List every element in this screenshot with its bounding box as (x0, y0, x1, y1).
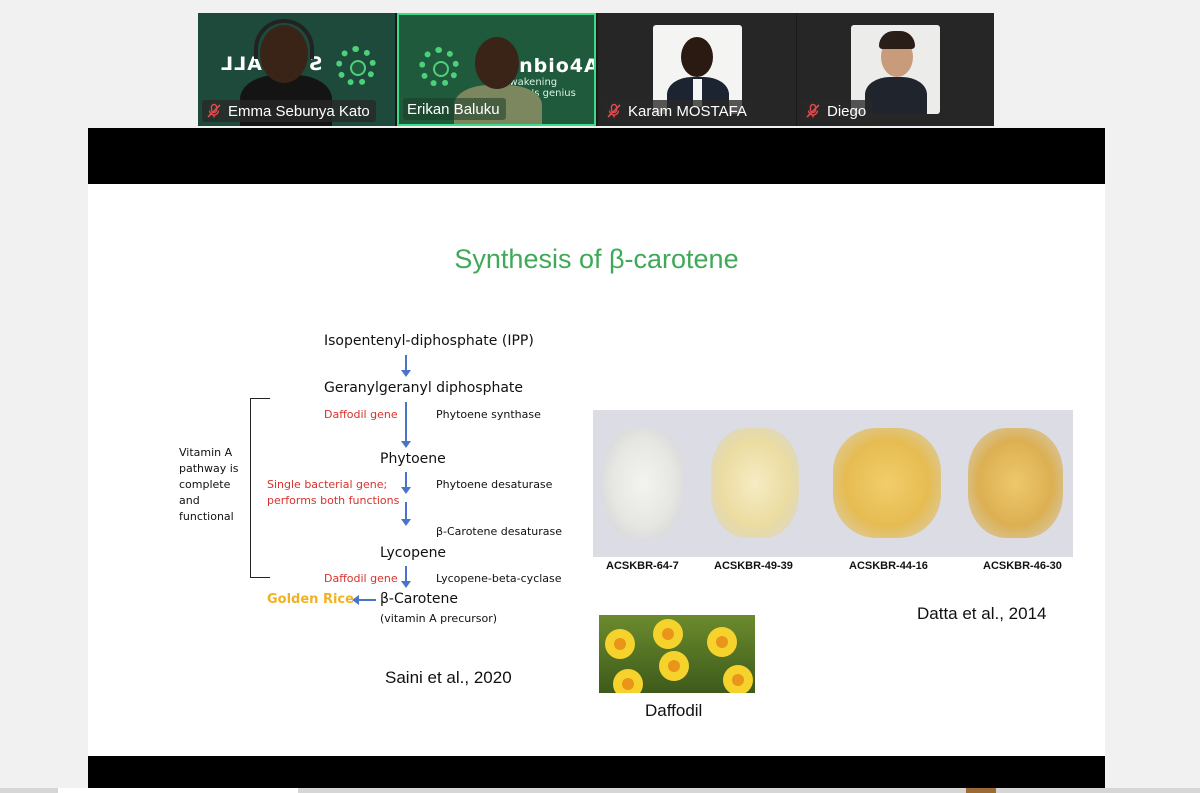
phytoene-label: Phytoene (380, 451, 446, 467)
daffodil-flower-image (653, 619, 683, 649)
avatar-head (681, 37, 713, 77)
rice-sample-image (603, 428, 683, 538)
participant-name: Emma Sebunya Kato (228, 102, 370, 120)
beta-carotene-label: β-Carotene (380, 591, 458, 607)
taskbar-item[interactable] (966, 788, 996, 793)
participant-name: Diego (827, 102, 867, 120)
rice-sample-image (711, 428, 799, 538)
citation-saini: Saini et al., 2020 (385, 668, 512, 687)
participant-avatar (653, 25, 742, 114)
phytoene-desaturase-label: Phytoene desaturase (436, 478, 553, 491)
rice-sample-image (833, 428, 941, 538)
rice-sample-image (968, 428, 1063, 538)
taskbar-item[interactable] (58, 788, 298, 793)
ggpp-label: Geranylgeranyl diphosphate (324, 380, 524, 396)
participant-nameplate: Karam MOSTAFA (602, 100, 753, 122)
headset-icon (254, 19, 314, 59)
ipp-label: Isopentenyl-diphosphate (IPP) (324, 333, 534, 349)
arrow-down-icon (400, 502, 412, 526)
gear-logo-icon (336, 46, 376, 86)
daffodil-flower-image (613, 669, 643, 693)
participant-name: Karam MOSTAFA (628, 102, 747, 120)
lycopene-label: Lycopene (380, 545, 447, 561)
rice-sample-label: ACSKBR-64-7 (606, 560, 679, 572)
arrow-down-icon (400, 472, 412, 494)
participant-avatar (851, 25, 940, 114)
participant-tile[interactable]: SYN4ALL Emma Sebunya Kato (198, 13, 395, 126)
daffodil-gene-label: Daffodil gene (324, 408, 398, 421)
taskbar-strip (0, 788, 1200, 793)
avatar-hair (879, 31, 915, 49)
avatar-shirt (693, 79, 702, 107)
slide-title: Synthesis of β-carotene (454, 244, 739, 274)
arrow-down-icon (400, 566, 412, 588)
vitamin-a-precursor-label: (vitamin A precursor) (380, 612, 498, 625)
participant-nameplate: Diego (801, 100, 873, 122)
rice-sample-label: ACSKBR-49-39 (714, 560, 793, 572)
vitamin-note-line: Vitamin A (179, 446, 233, 459)
daffodil-caption: Daffodil (645, 701, 703, 720)
pathway-bracket (250, 398, 270, 578)
vitamin-note-line: complete (179, 478, 231, 491)
mic-muted-icon (805, 103, 821, 119)
participant-nameplate: Erikan Baluku (403, 98, 506, 120)
arrow-down-icon (400, 355, 412, 377)
rice-sample-label: ACSKBR-46-30 (983, 560, 1062, 572)
daffodil-photo (599, 615, 755, 693)
golden-rice-photo (593, 410, 1073, 557)
daffodil-flower-image (605, 629, 635, 659)
lycopene-cyclase-label: Lycopene-beta-cyclase (436, 572, 562, 585)
arrow-down-icon (400, 402, 412, 448)
bacterial-gene-label-2: performs both functions (267, 494, 400, 507)
participant-video-head (475, 37, 519, 89)
shared-screen[interactable]: Synthesis of β-carotene Isopentenyl-diph… (88, 128, 1105, 790)
golden-rice-label: Golden Rice (267, 592, 354, 607)
participant-strip: SYN4ALL Emma Sebunya Kato Synbio4ALL Awa… (198, 13, 994, 126)
participant-tile[interactable]: Karam MOSTAFA (598, 13, 796, 126)
arrow-left-icon (352, 595, 376, 605)
daffodil-flower-image (659, 651, 689, 681)
presentation-slide: Synthesis of β-carotene Isopentenyl-diph… (88, 184, 1105, 756)
mic-muted-icon (606, 103, 622, 119)
gear-logo-icon (419, 47, 459, 87)
citation-datta: Datta et al., 2014 (917, 604, 1047, 623)
avatar-body (865, 77, 927, 114)
vitamin-note-line: functional (179, 510, 234, 523)
daffodil-flower-image (723, 665, 753, 693)
bacterial-gene-label: Single bacterial gene; (267, 478, 388, 491)
phytoene-synthase-label: Phytoene synthase (436, 408, 541, 421)
carotene-desaturase-label: β-Carotene desaturase (436, 525, 563, 538)
mic-muted-icon (206, 103, 222, 119)
rice-sample-label: ACSKBR-44-16 (849, 560, 928, 572)
daffodil-flower-image (707, 627, 737, 657)
daffodil-gene-label-2: Daffodil gene (324, 572, 398, 585)
vitamin-note-line: and (179, 494, 200, 507)
participant-name: Erikan Baluku (407, 100, 500, 118)
participant-nameplate: Emma Sebunya Kato (202, 100, 376, 122)
participant-tile[interactable]: Diego (797, 13, 994, 126)
synbio-tagline: Awakening Africa's genius (503, 77, 576, 99)
participant-tile-active-speaker[interactable]: Synbio4ALL Awakening Africa's genius Eri… (397, 13, 596, 126)
vitamin-note-line: pathway is (179, 462, 239, 475)
